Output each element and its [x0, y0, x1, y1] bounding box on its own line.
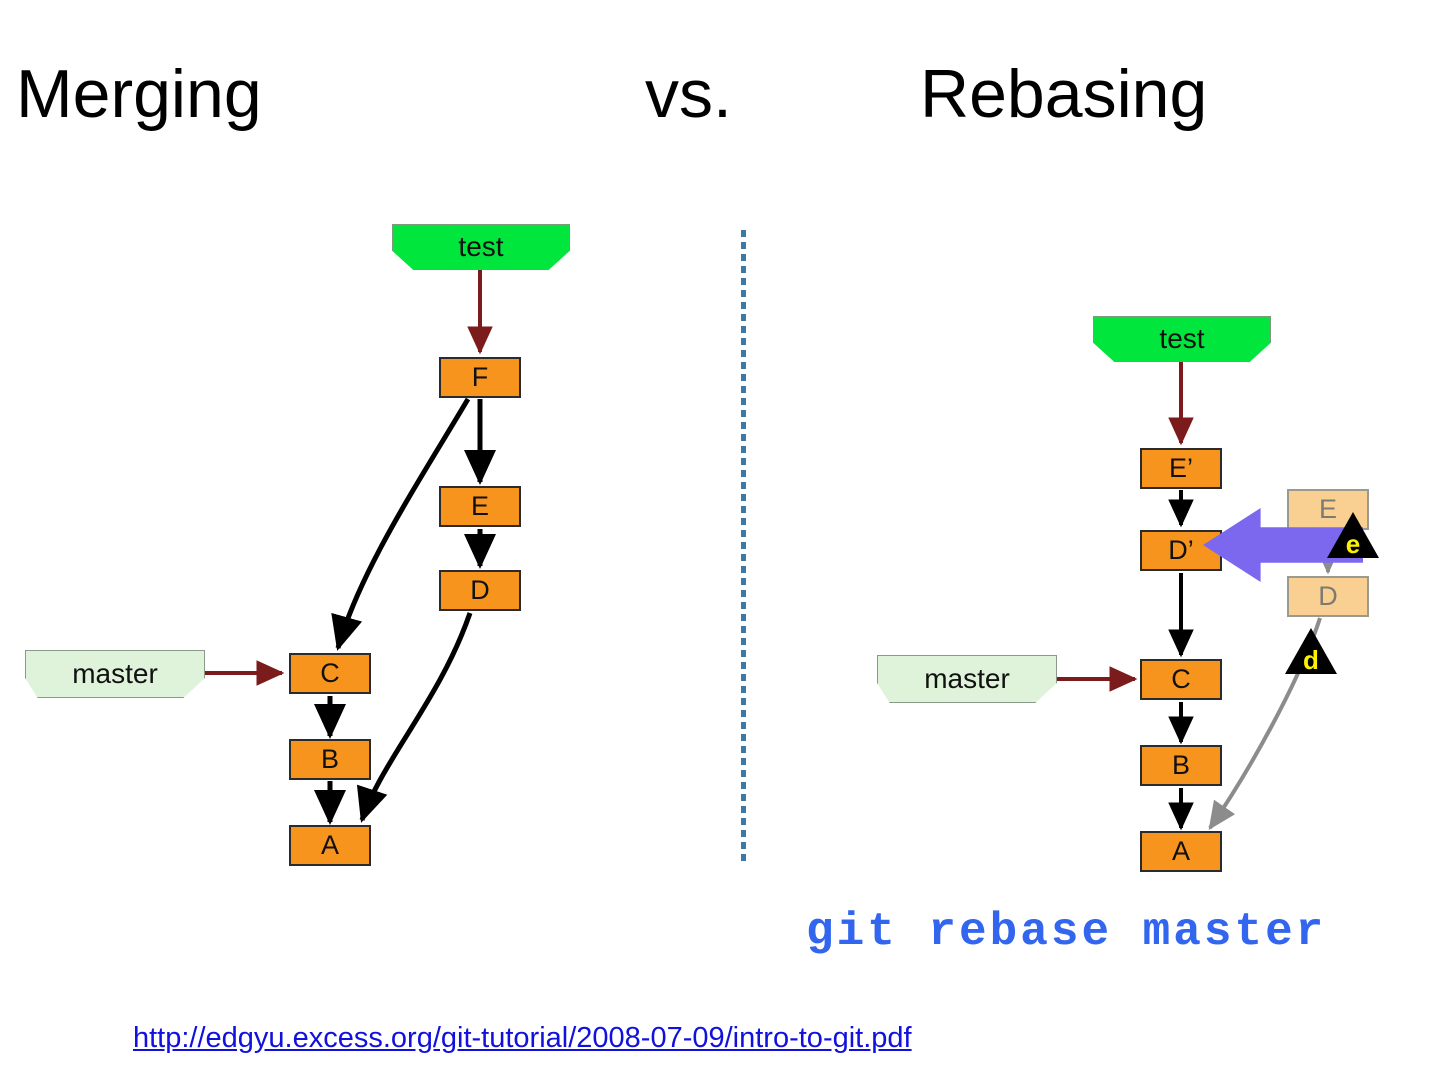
commit-node-A-rebase[interactable]: A	[1140, 831, 1222, 872]
commit-node-B-rebase-label: B	[1171, 750, 1190, 780]
branch-tag-master-merge-label: master	[72, 658, 158, 689]
rebase-marker-e-label: e	[1345, 529, 1361, 559]
commit-node-D-prime[interactable]: D’	[1140, 530, 1222, 571]
rebase-marker-d: d	[1285, 628, 1337, 674]
commit-node-B[interactable]: B	[289, 739, 371, 780]
commit-node-B-label: B	[320, 744, 339, 774]
branch-tag-master-merge[interactable]: master	[25, 650, 205, 698]
commit-node-C-rebase-label: C	[1171, 664, 1191, 694]
commit-node-D-label: D	[470, 575, 490, 605]
commit-node-C-rebase[interactable]: C	[1140, 659, 1222, 700]
branch-tag-test-merge[interactable]: test	[392, 224, 570, 270]
branch-tag-master-rebase[interactable]: master	[877, 655, 1057, 703]
commit-node-E-old-label: E	[1318, 494, 1337, 524]
section-divider	[741, 230, 746, 866]
commit-node-D-prime-label: D’	[1168, 535, 1194, 565]
title-word-merging: Merging	[16, 56, 262, 132]
branch-tag-test-merge-label: test	[458, 231, 504, 262]
rebase-marker-e: e	[1327, 512, 1379, 558]
commit-node-E[interactable]: E	[439, 486, 521, 527]
branch-tag-test-rebase-label: test	[1159, 323, 1205, 354]
page-title: Merging vs. Rebasing	[0, 44, 1440, 144]
commit-node-A[interactable]: A	[289, 825, 371, 866]
commit-node-C[interactable]: C	[289, 653, 371, 694]
rebase-marker-d-label: d	[1303, 645, 1319, 675]
commit-node-D-old[interactable]: D	[1287, 576, 1369, 617]
commit-node-B-rebase[interactable]: B	[1140, 745, 1222, 786]
commit-node-A-label: A	[320, 830, 339, 860]
git-command-caption: git rebase master	[806, 906, 1327, 958]
title-word-vs: vs.	[645, 56, 732, 132]
commit-node-E-label: E	[470, 491, 489, 521]
title-word-rebasing: Rebasing	[920, 56, 1208, 132]
commit-node-D-old-label: D	[1318, 581, 1338, 611]
source-url-link[interactable]: http://edgyu.excess.org/git-tutorial/200…	[133, 1022, 912, 1054]
commit-node-F-label: F	[471, 362, 489, 392]
commit-node-A-rebase-label: A	[1171, 836, 1190, 866]
commit-node-E-prime-label: E’	[1168, 453, 1193, 483]
commit-node-D[interactable]: D	[439, 570, 521, 611]
commit-node-F[interactable]: F	[439, 357, 521, 398]
edge-D-to-A	[356, 612, 473, 823]
branch-tag-master-rebase-label: master	[924, 663, 1010, 694]
commit-node-C-label: C	[320, 658, 340, 688]
commit-node-E-prime[interactable]: E’	[1140, 448, 1222, 489]
branch-tag-test-rebase[interactable]: test	[1093, 316, 1271, 362]
